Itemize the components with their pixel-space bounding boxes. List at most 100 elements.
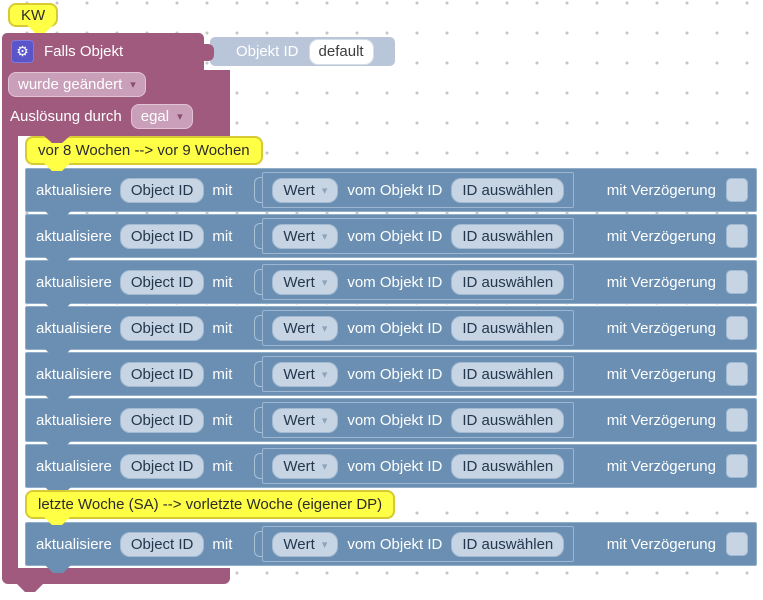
with-label: mit bbox=[212, 319, 233, 337]
from-object-label: vom Objekt ID bbox=[347, 457, 443, 475]
value-of-object-block[interactable]: Wert ▾ vom Objekt ID ID auswählen bbox=[262, 310, 575, 346]
object-id-label: Objekt ID bbox=[236, 43, 299, 60]
update-state-block[interactable]: aktualisiere Object ID mit Wert ▾ vom Ob… bbox=[25, 444, 757, 488]
chevron-down-icon: ▾ bbox=[177, 111, 183, 123]
chevron-down-icon: ▾ bbox=[321, 538, 328, 551]
delay-checkbox[interactable] bbox=[726, 408, 748, 432]
value-type-label: Wert bbox=[283, 227, 315, 245]
from-object-label: vom Objekt ID bbox=[347, 411, 443, 429]
value-type-dropdown[interactable]: Wert ▾ bbox=[272, 453, 339, 479]
from-object-label: vom Objekt ID bbox=[347, 181, 443, 199]
trigger-title: Falls Objekt bbox=[44, 43, 124, 60]
select-id-button[interactable]: ID auswählen bbox=[451, 223, 565, 249]
update-state-block[interactable]: aktualisiere Object ID mit Wert ▾ vom Ob… bbox=[25, 352, 757, 396]
delay-label: mit Verzögerung bbox=[606, 181, 716, 199]
delay-label: mit Verzögerung bbox=[606, 535, 716, 553]
select-id-button[interactable]: ID auswählen bbox=[451, 177, 565, 203]
with-label: mit bbox=[212, 227, 233, 245]
trigger-block-header[interactable]: ⚙ Falls Objekt bbox=[2, 33, 204, 70]
comment-block[interactable]: vor 8 Wochen --> vor 9 Wochen bbox=[25, 136, 263, 165]
value-type-dropdown[interactable]: Wert ▾ bbox=[272, 223, 339, 249]
delay-checkbox[interactable] bbox=[726, 178, 748, 202]
object-id-block[interactable]: Objekt ID default bbox=[210, 37, 395, 66]
update-state-block[interactable]: aktualisiere Object ID mit Wert ▾ vom Ob… bbox=[25, 214, 757, 258]
select-id-button[interactable]: ID auswählen bbox=[451, 361, 565, 387]
object-id-button[interactable]: Object ID bbox=[119, 223, 205, 249]
value-type-dropdown[interactable]: Wert ▾ bbox=[272, 315, 339, 341]
from-object-label: vom Objekt ID bbox=[347, 319, 443, 337]
delay-checkbox[interactable] bbox=[726, 270, 748, 294]
delay-checkbox[interactable] bbox=[726, 454, 748, 478]
object-id-button[interactable]: Object ID bbox=[119, 453, 205, 479]
delay-label: mit Verzögerung bbox=[606, 319, 716, 337]
trigger-block-left-strip bbox=[2, 136, 18, 569]
value-of-object-block[interactable]: Wert ▾ vom Objekt ID ID auswählen bbox=[262, 172, 575, 208]
value-of-object-block[interactable]: Wert ▾ vom Objekt ID ID auswählen bbox=[262, 356, 575, 392]
value-input-socket bbox=[254, 315, 263, 341]
action-label: aktualisiere bbox=[36, 365, 112, 383]
select-id-button[interactable]: ID auswählen bbox=[451, 315, 565, 341]
value-of-object-block[interactable]: Wert ▾ vom Objekt ID ID auswählen bbox=[262, 526, 575, 562]
value-type-label: Wert bbox=[283, 535, 315, 553]
chevron-down-icon: ▾ bbox=[321, 276, 328, 289]
update-state-block[interactable]: aktualisiere Object ID mit Wert ▾ vom Ob… bbox=[25, 306, 757, 350]
chevron-down-icon: ▾ bbox=[321, 322, 328, 335]
value-type-dropdown[interactable]: Wert ▾ bbox=[272, 531, 339, 557]
with-label: mit bbox=[212, 365, 233, 383]
gear-icon[interactable]: ⚙ bbox=[11, 40, 34, 63]
object-id-button[interactable]: Object ID bbox=[119, 531, 205, 557]
value-of-object-block[interactable]: Wert ▾ vom Objekt ID ID auswählen bbox=[262, 218, 575, 254]
chevron-down-icon: ▾ bbox=[321, 368, 328, 381]
chevron-down-icon: ▾ bbox=[130, 79, 136, 91]
value-type-dropdown[interactable]: Wert ▾ bbox=[272, 361, 339, 387]
chevron-down-icon: ▾ bbox=[321, 460, 328, 473]
select-id-button[interactable]: ID auswählen bbox=[451, 453, 565, 479]
trigger-by-row: Auslösung durch egal ▾ bbox=[10, 104, 193, 129]
value-of-object-block[interactable]: Wert ▾ vom Objekt ID ID auswählen bbox=[262, 448, 575, 484]
statement-notch bbox=[43, 135, 71, 143]
trigger-by-dropdown[interactable]: egal ▾ bbox=[130, 104, 193, 129]
value-input-socket bbox=[254, 177, 263, 203]
value-type-label: Wert bbox=[283, 273, 315, 291]
next-connection-notch bbox=[16, 583, 44, 592]
update-state-block[interactable]: aktualisiere Object ID mit Wert ▾ vom Ob… bbox=[25, 398, 757, 442]
update-state-block[interactable]: aktualisiere Object ID mit Wert ▾ vom Ob… bbox=[25, 260, 757, 304]
update-state-block[interactable]: aktualisiere Object ID mit Wert ▾ vom Ob… bbox=[25, 522, 757, 566]
value-type-dropdown[interactable]: Wert ▾ bbox=[272, 177, 339, 203]
update-state-block[interactable]: aktualisiere Object ID mit Wert ▾ vom Ob… bbox=[25, 168, 757, 212]
value-input-socket bbox=[254, 531, 263, 557]
with-label: mit bbox=[212, 457, 233, 475]
value-type-dropdown[interactable]: Wert ▾ bbox=[272, 269, 339, 295]
object-id-button[interactable]: Object ID bbox=[119, 315, 205, 341]
value-type-label: Wert bbox=[283, 319, 315, 337]
with-label: mit bbox=[212, 273, 233, 291]
object-id-button[interactable]: Object ID bbox=[119, 177, 205, 203]
value-connector-tab bbox=[200, 44, 214, 61]
value-of-object-block[interactable]: Wert ▾ vom Objekt ID ID auswählen bbox=[262, 402, 575, 438]
comment-block[interactable]: letzte Woche (SA) --> vorletzte Woche (e… bbox=[25, 490, 396, 519]
trigger-by-label: Auslösung durch bbox=[10, 108, 122, 125]
select-id-button[interactable]: ID auswählen bbox=[451, 269, 565, 295]
object-id-button[interactable]: Object ID bbox=[119, 269, 205, 295]
delay-checkbox[interactable] bbox=[726, 532, 748, 556]
delay-label: mit Verzögerung bbox=[606, 227, 716, 245]
value-of-object-block[interactable]: Wert ▾ vom Objekt ID ID auswählen bbox=[262, 264, 575, 300]
with-label: mit bbox=[212, 535, 233, 553]
delay-checkbox[interactable] bbox=[726, 316, 748, 340]
select-id-button[interactable]: ID auswählen bbox=[451, 531, 565, 557]
object-id-button[interactable]: Object ID bbox=[119, 361, 205, 387]
trigger-by-value: egal bbox=[140, 108, 170, 125]
comment-text: letzte Woche (SA) --> vorletzte Woche (e… bbox=[38, 496, 383, 513]
select-id-button[interactable]: ID auswählen bbox=[451, 407, 565, 433]
change-mode-dropdown[interactable]: wurde geändert ▾ bbox=[8, 72, 146, 97]
comment-kw-text: KW bbox=[21, 6, 46, 24]
delay-checkbox[interactable] bbox=[726, 362, 748, 386]
comment-block-kw[interactable]: KW bbox=[8, 3, 59, 27]
delay-checkbox[interactable] bbox=[726, 224, 748, 248]
delay-label: mit Verzögerung bbox=[606, 457, 716, 475]
value-type-dropdown[interactable]: Wert ▾ bbox=[272, 407, 339, 433]
object-id-button[interactable]: Object ID bbox=[119, 407, 205, 433]
with-label: mit bbox=[212, 181, 233, 199]
object-id-field[interactable]: default bbox=[308, 38, 374, 65]
